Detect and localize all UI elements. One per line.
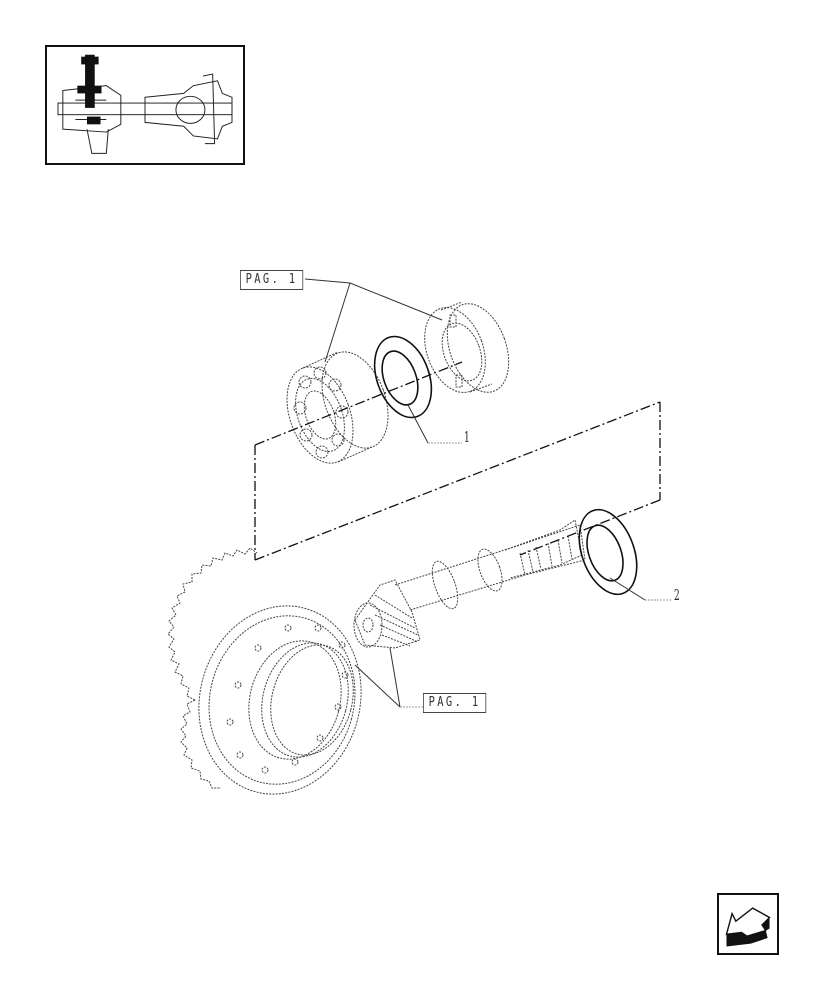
back-navigation-button[interactable] xyxy=(717,893,779,955)
arrow-back-icon xyxy=(725,907,771,947)
shim-washer-2 xyxy=(578,508,638,596)
bevel-pinion-shaft xyxy=(353,519,586,649)
shim-washer-1 xyxy=(373,335,433,419)
roller-bearing xyxy=(286,351,389,464)
assembly-thumbnail xyxy=(45,45,245,165)
callout-number-2[interactable]: 2 xyxy=(674,586,680,604)
bearing-cup xyxy=(424,301,510,393)
page-reference-bottom[interactable]: PAG. 1 xyxy=(423,693,487,713)
page-reference-top[interactable]: PAG. 1 xyxy=(240,270,304,290)
crown-wheel xyxy=(167,547,362,795)
callout-number-1[interactable]: 1 xyxy=(464,428,470,446)
axle-cross-section-icon xyxy=(57,54,233,154)
